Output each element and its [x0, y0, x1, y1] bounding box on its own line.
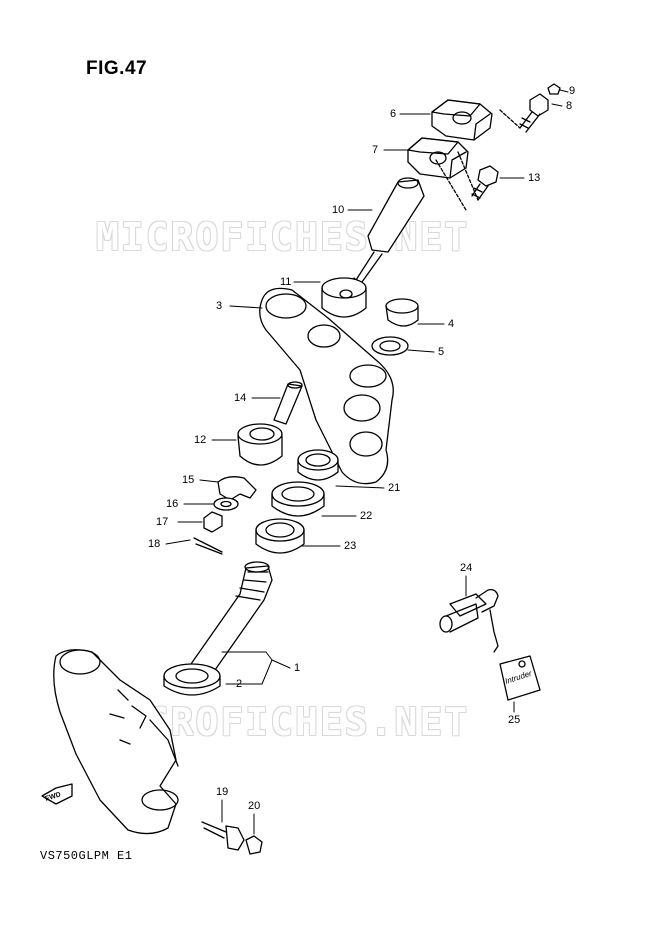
- part-25-key-tag: [499, 655, 541, 701]
- callout-13: 13: [528, 172, 541, 184]
- part-20-cap: [245, 835, 263, 855]
- part-3-upper-bracket: [259, 287, 394, 485]
- callout-12: 12: [194, 434, 207, 446]
- callout-5: 5: [438, 346, 445, 358]
- callout-2: 2: [236, 678, 243, 690]
- part-24-steering-lock: [439, 588, 499, 653]
- callout-3: 3: [216, 300, 223, 312]
- part-6-handlebar-holder-upper: [431, 99, 493, 141]
- part-19-bolt: [201, 821, 245, 851]
- callout-10: 10: [332, 204, 345, 216]
- part-17-nut: [203, 511, 223, 533]
- callout-11: 11: [280, 276, 292, 288]
- callout-20: 20: [248, 800, 261, 812]
- callout-15: 15: [182, 474, 195, 486]
- part-18-cotter-pin: [193, 537, 223, 555]
- fwd-arrow-icon: [41, 783, 73, 805]
- callout-25: 25: [508, 714, 521, 726]
- part-4-plug: [385, 298, 419, 327]
- part-9-cap: [547, 83, 561, 95]
- part-22-bearing: [271, 481, 325, 517]
- callout-21: 21: [388, 482, 401, 494]
- part-16-washer: [213, 497, 239, 511]
- callout-19: 19: [216, 786, 229, 798]
- callout-9: 9: [569, 85, 576, 97]
- part-13-bolt: [471, 165, 499, 201]
- callout-24: 24: [460, 562, 473, 574]
- fwd-label: FWD: [44, 791, 61, 803]
- part-1-steering-stem: [53, 561, 273, 835]
- part-8-bolt: [519, 93, 549, 133]
- callout-1: 1: [294, 662, 301, 674]
- part-12-cushion: [237, 423, 283, 466]
- callout-16: 16: [166, 498, 179, 510]
- callout-7: 7: [372, 144, 379, 156]
- figure-title: FIG.47: [86, 58, 148, 79]
- model-code: VS750GLPM E1: [40, 849, 133, 863]
- callout-8: 8: [566, 100, 573, 112]
- callout-4: 4: [448, 318, 455, 330]
- part-2-dust-seal: [163, 663, 221, 696]
- part-5-washer: [371, 336, 409, 356]
- callout-22: 22: [360, 510, 373, 522]
- part-15-lock-plate: [217, 476, 257, 501]
- part-14-spacer: [273, 381, 303, 425]
- part-10-handlebar: [353, 177, 425, 285]
- part-7-handlebar-holder-lower: [407, 137, 469, 179]
- part-21-nut: [297, 449, 339, 481]
- part-23-bearing: [255, 518, 305, 554]
- part-11-bush: [321, 277, 367, 318]
- callout-17: 17: [156, 516, 169, 528]
- callout-23: 23: [344, 540, 357, 552]
- callout-14: 14: [234, 392, 247, 404]
- callout-18: 18: [148, 538, 161, 550]
- callout-6: 6: [390, 108, 397, 120]
